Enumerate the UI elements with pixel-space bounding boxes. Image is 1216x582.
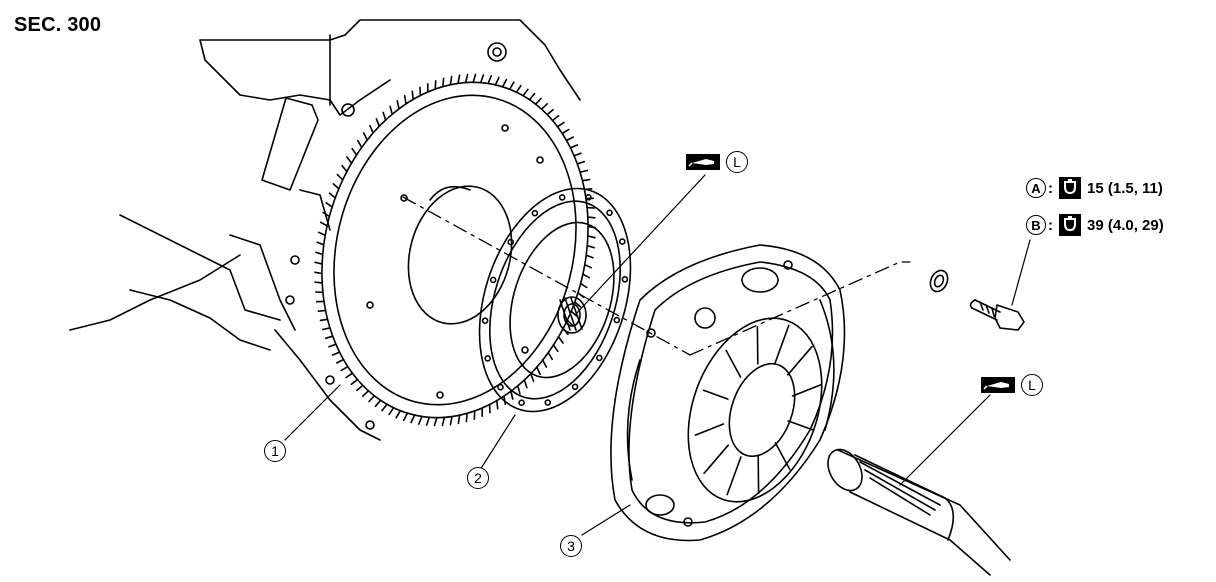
disc-rivet-hole — [618, 238, 626, 245]
section-label: SEC. 300 — [14, 14, 102, 36]
ring-gear-teeth — [314, 73, 596, 427]
legend-colon: : — [1048, 179, 1053, 197]
disc-rivet-hole — [595, 354, 603, 362]
lube-symbol: L — [726, 151, 748, 173]
torque-wrench-icon — [1059, 214, 1081, 236]
disc-rivet-hole — [531, 209, 539, 217]
disc-rivet-hole — [518, 399, 525, 407]
torque-spec-b: B : 39 (4.0, 29) — [1026, 214, 1164, 236]
disc-rivet-hole — [606, 209, 613, 217]
engine-block — [69, 19, 581, 441]
torque-spec-a: A : 15 (1.5, 11) — [1026, 177, 1163, 199]
lube-symbol: L — [1021, 374, 1043, 396]
lube-tag-shaft: L — [981, 374, 1043, 396]
diaphragm-spring-fingers — [694, 324, 822, 496]
disc-rivet-hole — [497, 383, 504, 391]
clutch-cover — [610, 244, 846, 542]
disc-rivet-hole — [484, 355, 492, 362]
disc-rivet-hole — [558, 194, 566, 201]
clutch-disc — [478, 187, 632, 413]
legend-colon: : — [1048, 216, 1053, 234]
disc-rivet-hole — [544, 399, 552, 406]
torque-value-a: 15 (1.5, 11) — [1087, 179, 1163, 197]
input-shaft — [827, 448, 1011, 576]
bolt — [929, 269, 1025, 331]
lube-tag-disc: L — [686, 151, 748, 173]
disc-rivet-hole — [621, 275, 629, 283]
flywheel — [314, 73, 596, 427]
torque-key-a: A — [1026, 178, 1046, 198]
torque-key-b: B — [1026, 215, 1046, 235]
torque-wrench-icon — [1059, 177, 1081, 199]
disc-rivet-hole — [613, 316, 621, 324]
grease-applicator-icon — [686, 154, 720, 170]
grease-applicator-icon — [981, 377, 1015, 393]
disc-rivet-hole — [585, 194, 592, 201]
disc-rivet-hole — [481, 317, 489, 325]
torque-value-b: 39 (4.0, 29) — [1087, 216, 1164, 234]
callout-3: 3 — [560, 535, 582, 557]
disc-rivet-hole — [489, 276, 497, 284]
callout-1: 1 — [264, 440, 286, 462]
disc-rivet-hole — [507, 238, 515, 246]
callout-2: 2 — [467, 467, 489, 489]
disc-rivet-hole — [571, 383, 579, 391]
